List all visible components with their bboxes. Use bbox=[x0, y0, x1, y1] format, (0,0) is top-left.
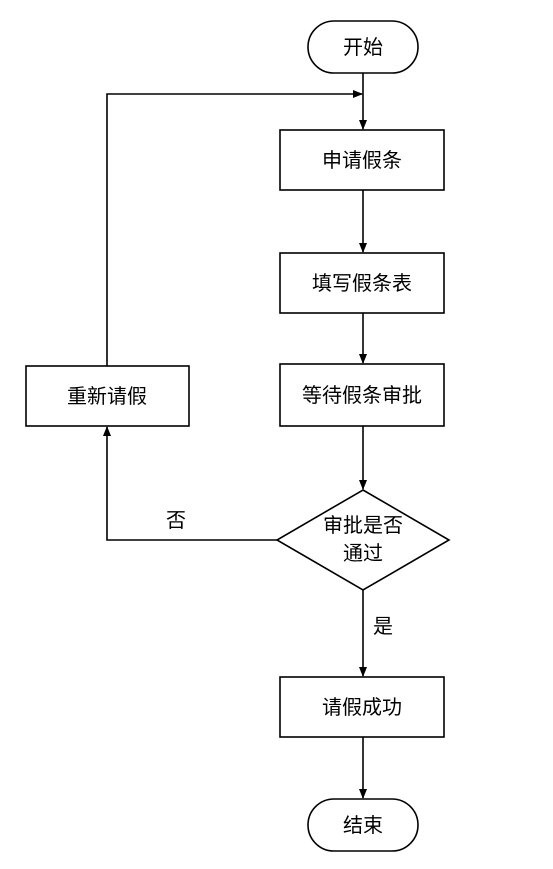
reapply-label: 重新请假 bbox=[67, 384, 147, 408]
start-node: 开始 bbox=[307, 20, 419, 74]
edge-reapply-to-apply-loop bbox=[106, 90, 363, 366]
leave-success-label: 请假成功 bbox=[322, 695, 402, 719]
apply-leave-label: 申请假条 bbox=[322, 148, 402, 172]
edge-label-no: 否 bbox=[166, 508, 186, 532]
reapply-node: 重新请假 bbox=[25, 365, 190, 427]
wait-approval-node: 等待假条审批 bbox=[279, 363, 445, 427]
edge-label-yes: 是 bbox=[373, 614, 393, 638]
leave-success-node: 请假成功 bbox=[279, 676, 445, 738]
apply-leave-node: 申请假条 bbox=[279, 129, 445, 191]
end-label: 结束 bbox=[343, 813, 383, 837]
edge-decision-to-reapply bbox=[103, 426, 277, 541]
approval-decision-node: 审批是否 通过 bbox=[275, 489, 451, 591]
wait-approval-label: 等待假条审批 bbox=[302, 383, 422, 407]
decision-label-line2: 通过 bbox=[343, 541, 383, 565]
decision-label-line1: 审批是否 bbox=[323, 513, 403, 537]
end-node: 结束 bbox=[307, 798, 419, 852]
fill-form-node: 填写假条表 bbox=[279, 252, 445, 314]
fill-form-label: 填写假条表 bbox=[312, 271, 412, 295]
start-label: 开始 bbox=[343, 35, 383, 59]
